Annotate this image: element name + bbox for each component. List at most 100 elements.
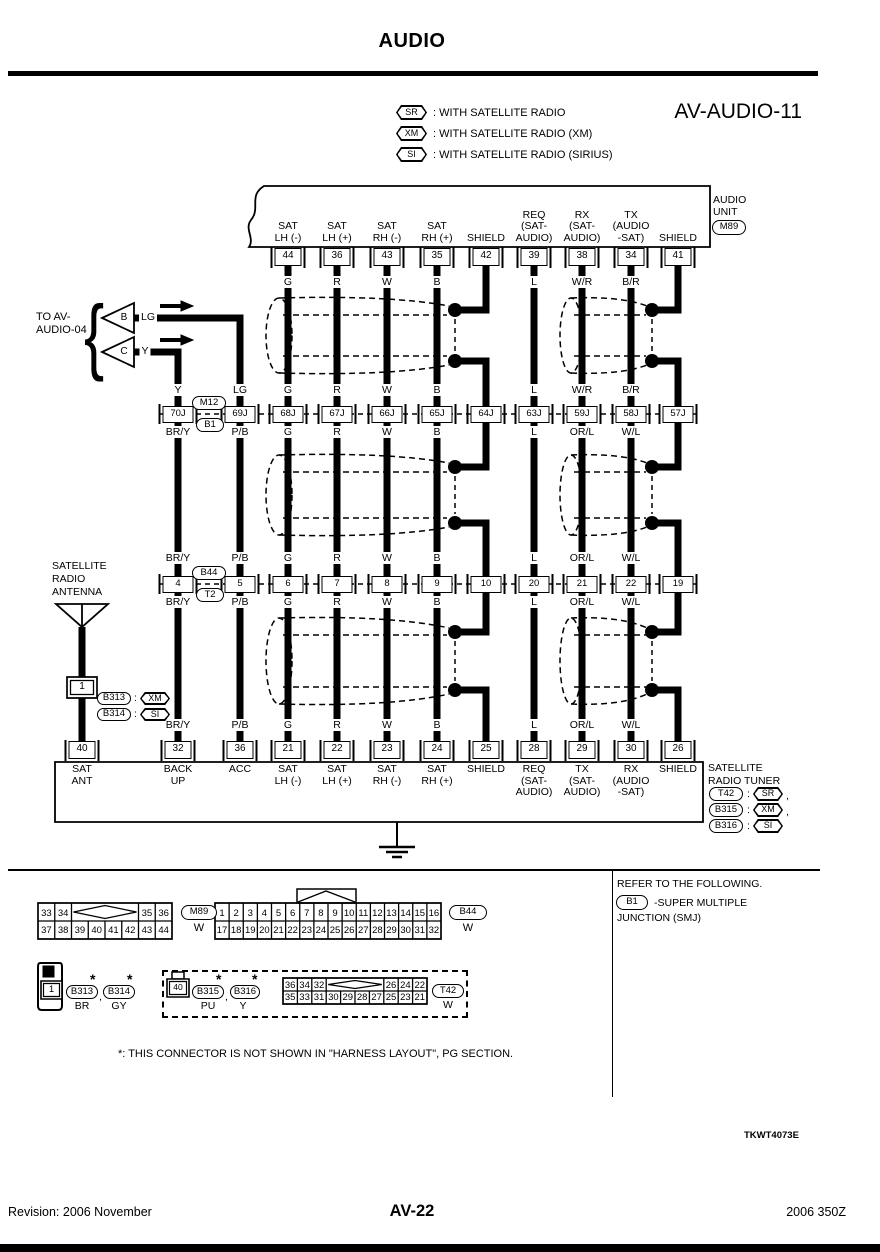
grid-cell: 35 — [141, 907, 153, 919]
pin-box: 43 — [369, 246, 405, 268]
wire-color-label: G — [281, 596, 295, 608]
refer-b1-oval: B1 — [616, 895, 648, 910]
shield-dot — [645, 516, 659, 530]
refer-text-1: -SUPER MULTIPLE — [654, 897, 748, 909]
pin-label: TX (AUDIO -SAT) — [612, 208, 650, 244]
hex-label: XM — [404, 128, 419, 138]
grid-cell: 5 — [275, 907, 282, 919]
shield-cylinder-edge — [278, 526, 450, 537]
variant-tag-hex: SI — [140, 708, 170, 721]
grid-cell: 40 — [91, 924, 102, 936]
grid-cell: 9 — [332, 907, 338, 919]
pin-label: SHIELD — [659, 231, 697, 244]
grid-cell: 23 — [301, 924, 313, 936]
wire-color-label: OR/L — [567, 719, 597, 731]
wire-color-label: W — [380, 426, 394, 438]
shield-cylinder-edge — [278, 616, 450, 629]
legend-tag-hex: SI — [396, 147, 427, 162]
b44-tab — [296, 888, 357, 904]
wire-color-label: G — [281, 719, 295, 731]
wire-color-label: L — [529, 552, 539, 564]
hex-fill — [141, 709, 169, 720]
audio-unit-connector-oval: M89 — [712, 220, 746, 235]
shield-dot — [448, 625, 462, 639]
junction-oval: M12 — [192, 396, 226, 410]
wire-color-label: L — [529, 719, 539, 731]
grid-cell: 21 — [273, 924, 284, 936]
page-title: AUDIO — [378, 30, 446, 52]
junction-oval: B1 — [196, 418, 224, 432]
hex-label: SI — [407, 149, 416, 159]
pin-label: SAT RH (-) — [372, 763, 402, 787]
grid-oval: B313 — [66, 985, 98, 999]
hex-fill — [754, 788, 782, 800]
star: * — [252, 971, 258, 987]
antenna-connector-pin-box — [40, 980, 63, 1000]
wire-color-label: W — [380, 719, 394, 731]
to-av-audio-label: TO AV- AUDIO-04 — [36, 311, 87, 336]
pin-box: 22 — [319, 739, 355, 761]
shield-dot — [645, 625, 659, 639]
audio-unit-label: AUDIO UNIT — [713, 194, 747, 218]
junction-box: 21 — [562, 574, 602, 594]
refer-text-2: JUNCTION (SMJ) — [617, 912, 701, 924]
pin-box: 29 — [564, 739, 600, 761]
grid-cell: 22 — [287, 924, 298, 936]
shield-dot — [448, 460, 462, 474]
grid-cell: 7 — [304, 907, 310, 919]
colon: : — [747, 820, 750, 832]
junction-oval: B44 — [192, 566, 226, 580]
junction-box: 65J — [417, 404, 457, 424]
connector-color: GY — [111, 1000, 127, 1012]
footer-page-number: AV-22 — [389, 1202, 435, 1220]
grid-cell: 24 — [400, 979, 411, 991]
wire-color-label: W/L — [619, 426, 643, 438]
tuner-box — [54, 761, 704, 823]
connector-color: BR — [74, 1000, 90, 1012]
branch-terminal-triangle — [99, 335, 135, 369]
wire-color-label: BR/Y — [163, 719, 193, 731]
grid-cell: 12 — [372, 907, 383, 919]
wire-color-label: R — [331, 596, 343, 608]
grid-cell: 15 — [414, 907, 426, 919]
pin-box: 28 — [516, 739, 552, 761]
grid-oval: B314 — [103, 985, 135, 999]
shield-wire — [658, 686, 682, 741]
shield-dot — [645, 303, 659, 317]
wire — [134, 314, 244, 741]
junction-oval: T2 — [196, 588, 224, 602]
wire-color-label: R — [331, 552, 343, 564]
connector-grid — [282, 977, 428, 1005]
grid-cell: 29 — [342, 991, 354, 1003]
pin-label: RX (AUDIO -SAT) — [612, 763, 650, 798]
grid-cell: 13 — [386, 907, 397, 919]
satellite-antenna-label: SATELLITE RADIO ANTENNA — [52, 560, 107, 598]
grid-cell: 32 — [428, 924, 440, 936]
shield-cylinder-edge — [570, 693, 648, 706]
star: * — [90, 971, 96, 987]
grid-cell: 8 — [318, 907, 324, 919]
pin-box: 24 — [419, 739, 455, 761]
grid-color: W — [462, 922, 474, 934]
junction-box: 8 — [367, 574, 407, 594]
pin-box: 30 — [613, 739, 649, 761]
pin-label: SAT RH (+) — [421, 220, 453, 244]
shield-dot — [448, 516, 462, 530]
wire-color-label: Y — [139, 345, 151, 357]
antenna-pin-number: 1 — [79, 681, 85, 692]
wire-color-label: B — [431, 276, 443, 288]
grid-cell: 33 — [41, 907, 52, 919]
pin-label: BACK UP — [163, 763, 193, 787]
wire-color-label: L — [529, 596, 539, 608]
colon: : — [134, 708, 137, 720]
wire-color-label: P/B — [229, 426, 251, 438]
grid-cell: 44 — [158, 924, 169, 936]
legend-tag-hex: XM — [396, 126, 427, 141]
antenna-connector-icon — [37, 962, 63, 1011]
pin-label: REQ (SAT- AUDIO) — [515, 208, 553, 244]
colon: : — [747, 804, 750, 816]
hex-fill — [754, 820, 782, 832]
antenna-connector-pin: 1 — [48, 984, 55, 995]
variant-connector-oval: T42 — [709, 787, 743, 801]
